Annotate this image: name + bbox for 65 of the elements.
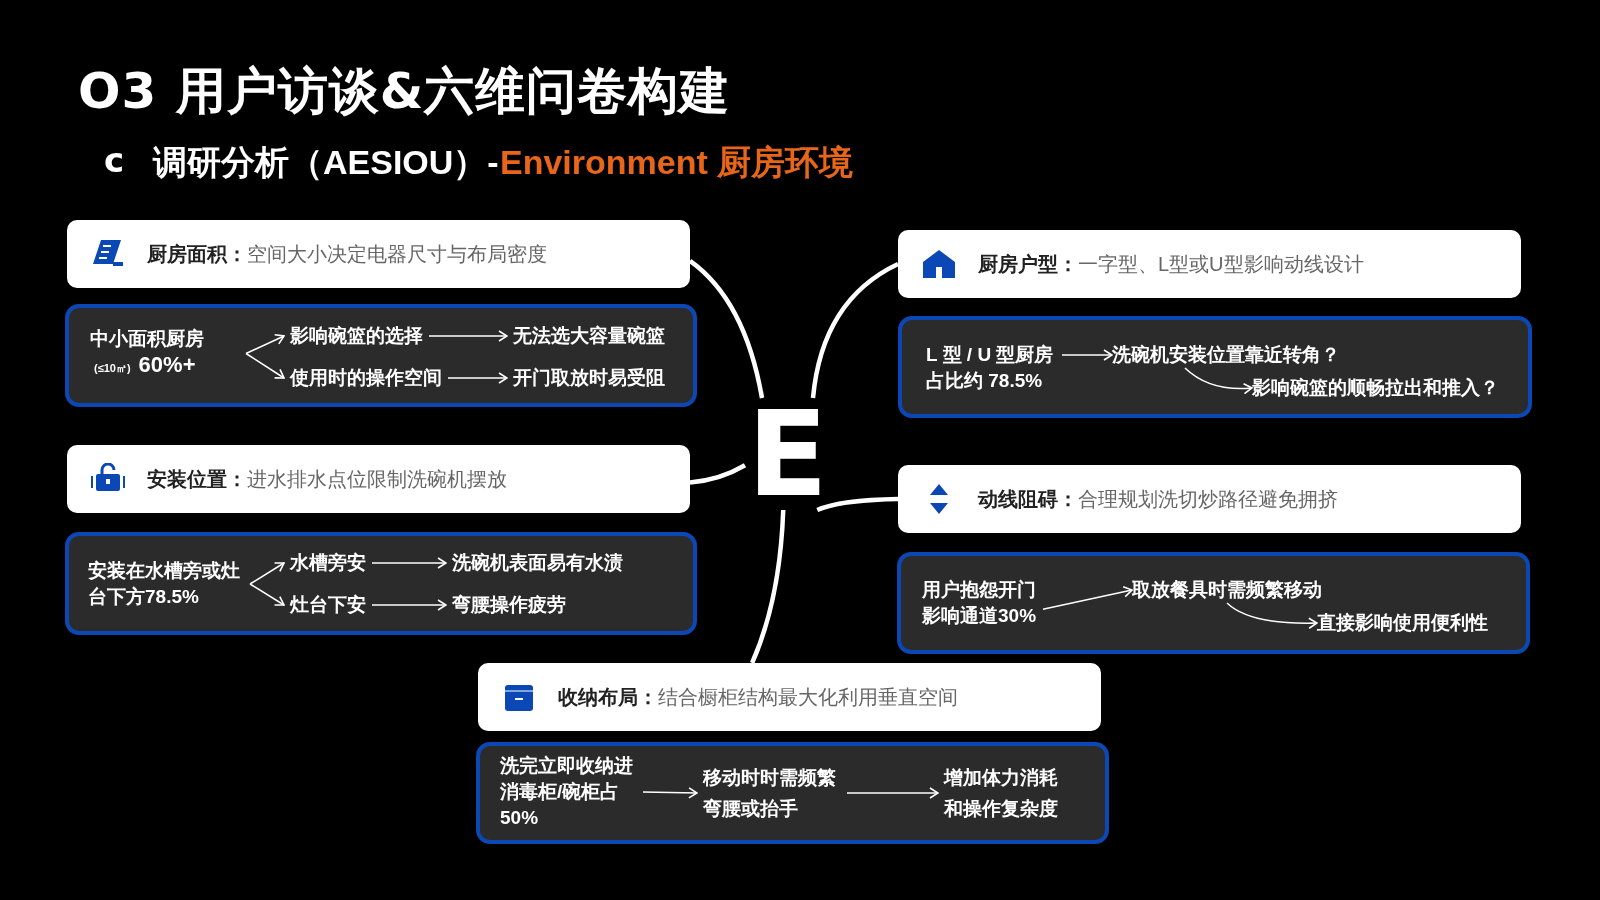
- flow-text: 安装在水槽旁或灶台下方78.5%: [88, 558, 244, 610]
- card-heading: 厨房户型：: [978, 252, 1078, 277]
- card-text: 合理规划洗切炒路径避免拥挤: [1078, 487, 1338, 512]
- info-card: [898, 465, 1521, 533]
- flow-text: 用户抱怨开门影响通道30%: [922, 577, 1043, 629]
- flow-text: 60%+: [138, 352, 196, 377]
- arrow: [249, 583, 285, 606]
- arrow: [245, 352, 285, 379]
- card-text: 一字型、L型或U型影响动线设计: [1078, 252, 1364, 277]
- arrow: [371, 557, 447, 569]
- flow-text: 使用时的操作空间: [290, 365, 442, 391]
- info-card: [478, 663, 1101, 731]
- flow-panel: [65, 532, 697, 635]
- card-text: 结合橱柜结构最大化利用垂直空间: [658, 685, 958, 710]
- flow-panel: [897, 552, 1530, 654]
- flow-text: 弯腰操作疲劳: [452, 592, 566, 618]
- card-heading: 安装位置：: [147, 467, 247, 492]
- flow-panel: [65, 304, 697, 407]
- flow-panel: [476, 742, 1109, 844]
- subtitle-highlight: Environment 厨房环境: [500, 142, 854, 183]
- arrow: [1226, 602, 1318, 629]
- flow-text: 灶台下安: [290, 592, 366, 618]
- connector-line: [688, 259, 765, 399]
- info-card: [67, 445, 690, 513]
- arrow: [245, 334, 285, 355]
- section-letter: c: [104, 140, 125, 180]
- flow-text: 移动时时需频繁弯腰或抬手: [703, 762, 841, 824]
- arrow: [1184, 367, 1253, 395]
- card-heading: 动线阻碍：: [978, 487, 1078, 512]
- flow-text: 洗完立即收纳进消毒柜/碗柜占50%: [500, 753, 637, 831]
- connector-line: [816, 496, 899, 513]
- flow-text: 直接影响使用便利性: [1317, 610, 1488, 636]
- card-text: 进水排水点位限制洗碗机摆放: [247, 467, 507, 492]
- flow-text: (≤10㎡): [94, 362, 131, 374]
- arrow: [249, 562, 285, 585]
- arrow: [642, 787, 698, 799]
- arrow: [1042, 586, 1133, 610]
- info-card: [67, 220, 690, 288]
- arrow: [447, 372, 508, 384]
- flow-text: 无法选大容量碗篮: [513, 323, 665, 349]
- flow-text: 洗碗机表面易有水渍: [452, 550, 623, 576]
- card-heading: 厨房面积：: [147, 242, 247, 267]
- hub-letter: E: [745, 398, 830, 510]
- flow-text: 水槽旁安: [290, 550, 366, 576]
- connector-line: [750, 509, 786, 664]
- flow-text: 增加体力消耗和操作复杂度: [944, 762, 1062, 824]
- flow-text: 取放餐具时需频繁移动: [1132, 577, 1322, 603]
- connector-line: [810, 262, 900, 399]
- info-card: [898, 230, 1521, 298]
- arrow: [1061, 349, 1113, 361]
- page-title: O3 用户访谈&六维问卷构建: [78, 61, 731, 122]
- subtitle: 调研分析（AESIOU）-: [153, 142, 499, 183]
- arrow: [371, 599, 447, 611]
- flow-panel: [898, 316, 1532, 418]
- arrow: [846, 787, 939, 799]
- flow-text: 开门取放时易受阻: [513, 365, 665, 391]
- connector-line: [689, 463, 747, 485]
- flow-text: 影响碗篮的选择: [290, 323, 423, 349]
- flow-text: L 型 / U 型厨房占比约 78.5%: [926, 342, 1062, 394]
- card-heading: 收纳布局：: [558, 685, 658, 710]
- arrow: [428, 330, 508, 342]
- flow-text: 影响碗篮的顺畅拉出和推入？: [1252, 375, 1499, 401]
- flow-text: 洗碗机安装位置靠近转角？: [1112, 342, 1340, 368]
- flow-text: 中小面积厨房: [90, 327, 205, 351]
- card-text: 空间大小决定电器尺寸与布局密度: [247, 242, 547, 267]
